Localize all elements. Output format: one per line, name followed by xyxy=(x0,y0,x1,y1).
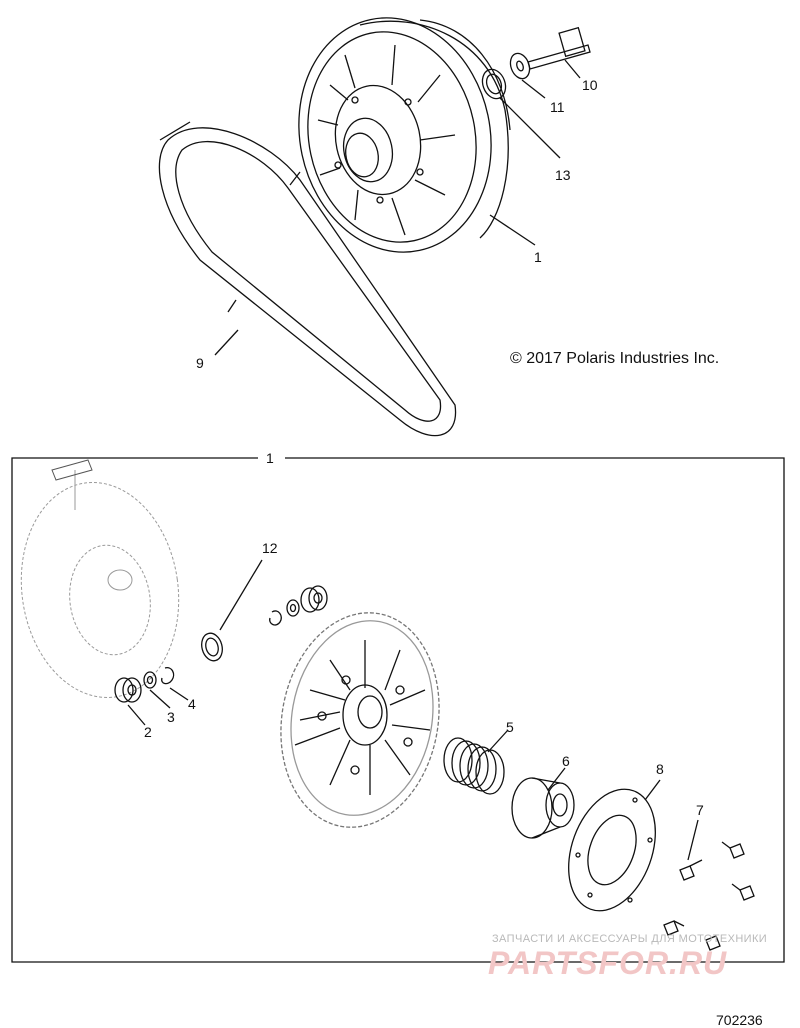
retaining-clip xyxy=(161,667,175,685)
spring-cup xyxy=(511,777,575,839)
callout-1-top: 1 xyxy=(534,249,542,265)
stationary-sheave xyxy=(280,612,440,828)
callout-1-frame: 1 xyxy=(266,450,274,466)
callout-2: 2 xyxy=(144,724,152,740)
callout-3: 3 xyxy=(167,709,175,725)
washer-small xyxy=(143,671,157,689)
moveable-sheave xyxy=(20,459,180,698)
copyright-notice: © 2017 Polaris Industries Inc. xyxy=(510,350,720,367)
watermark-caption: ЗАПЧАСТИ И АКСЕССУАРЫ ДЛЯ МОТОТЕХНИКИ xyxy=(492,933,768,945)
driven-clutch-assembly xyxy=(298,17,511,253)
thrust-ring xyxy=(201,632,223,662)
spacer-ring xyxy=(481,68,507,100)
callout-12: 12 xyxy=(262,540,278,556)
watermark-logo: PARTSFOR.RU xyxy=(488,945,728,981)
spring xyxy=(443,737,505,795)
callout-11: 11 xyxy=(550,99,565,115)
callout-10: 10 xyxy=(582,77,598,93)
exploded-view-frame xyxy=(11,457,785,963)
callout-8: 8 xyxy=(656,761,664,777)
callout-5: 5 xyxy=(506,719,514,735)
callout-7: 7 xyxy=(696,802,704,818)
cover-plate xyxy=(568,788,656,912)
callout-4: 4 xyxy=(188,696,196,712)
bolt xyxy=(527,26,591,70)
figure-number: 702236 xyxy=(716,1012,763,1028)
callout-6: 6 xyxy=(562,753,570,769)
drive-belt xyxy=(158,121,457,437)
callout-13: 13 xyxy=(555,167,571,183)
screw xyxy=(663,841,755,951)
washer xyxy=(509,52,531,80)
callout-9: 9 xyxy=(196,355,204,371)
bushing xyxy=(114,677,142,703)
